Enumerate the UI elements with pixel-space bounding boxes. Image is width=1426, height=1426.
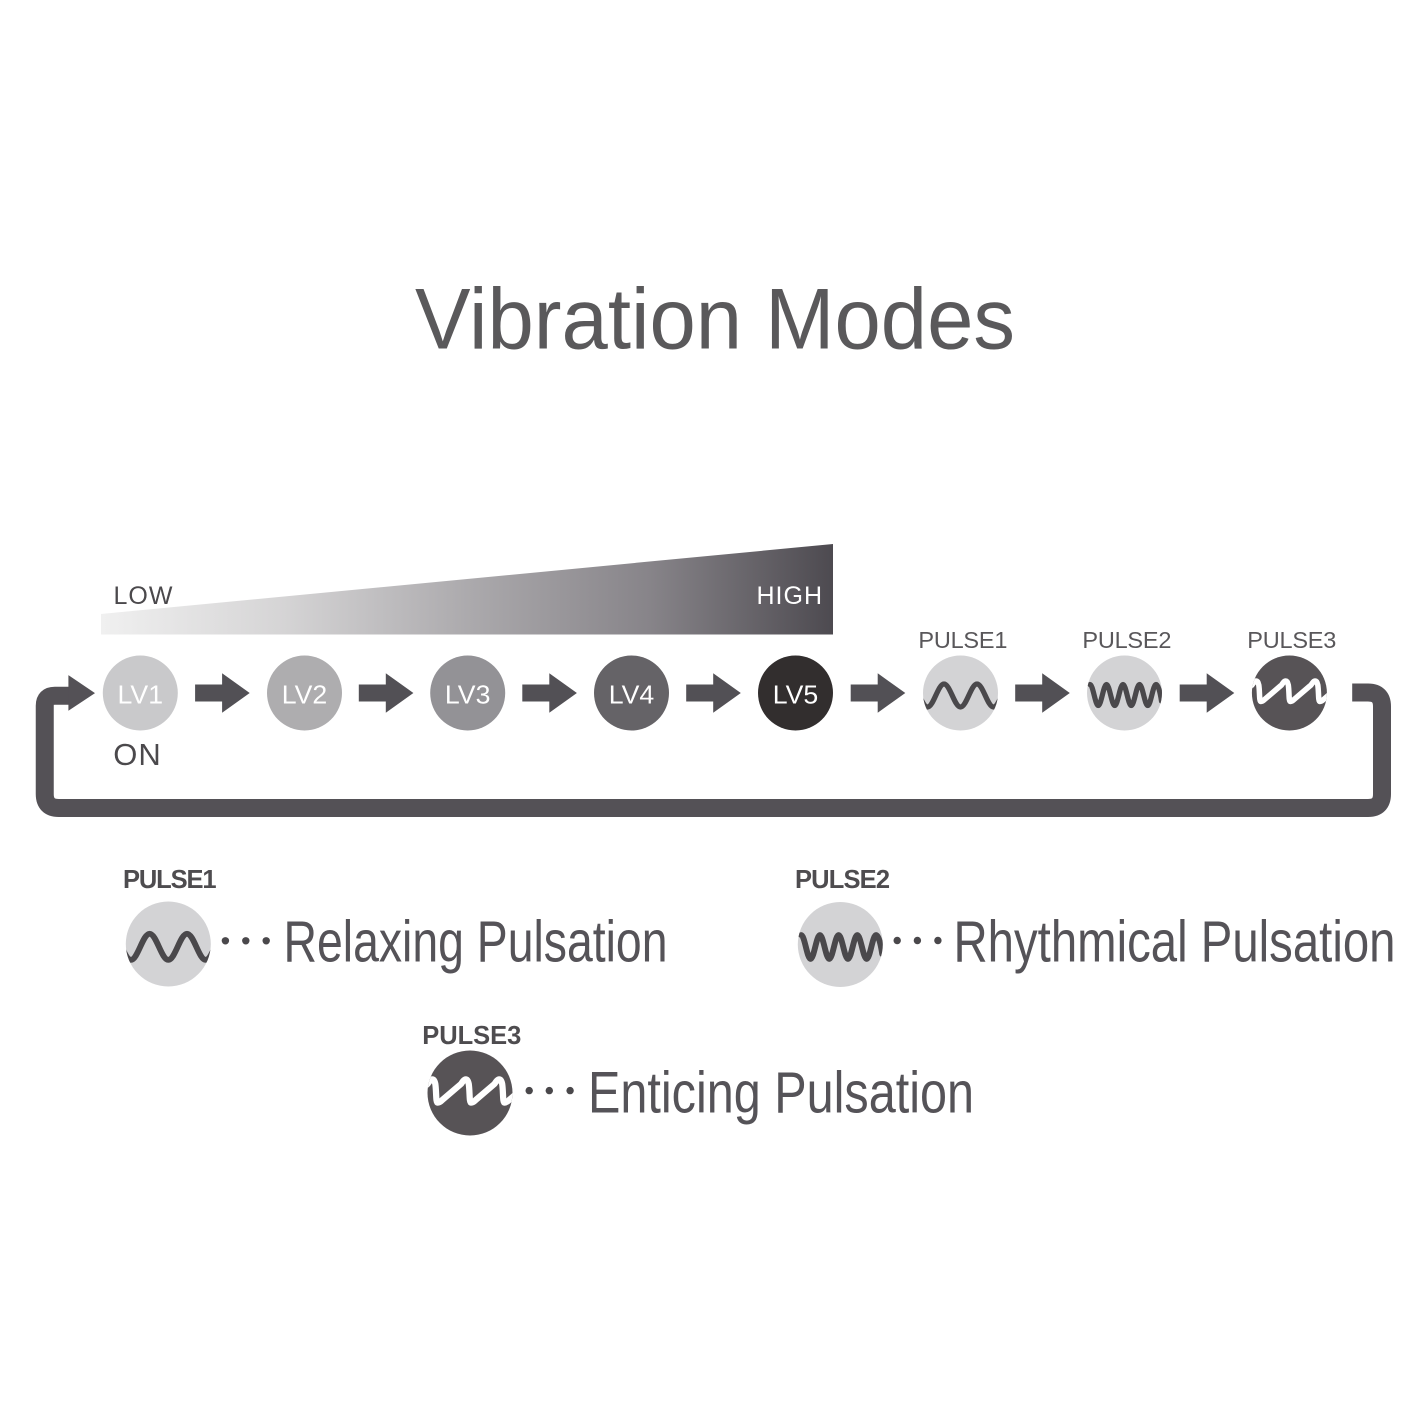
svg-text:PULSE1: PULSE1 — [123, 866, 217, 894]
svg-text:PULSE2: PULSE2 — [795, 866, 890, 894]
svg-text:LV2: LV2 — [282, 680, 328, 710]
svg-text:LV3: LV3 — [445, 680, 491, 710]
svg-text:PULSE2: PULSE2 — [1082, 627, 1171, 653]
svg-text:PULSE3: PULSE3 — [422, 1022, 521, 1050]
svg-text:LOW: LOW — [114, 582, 174, 610]
svg-text:Enticing Pulsation: Enticing Pulsation — [588, 1060, 974, 1125]
svg-text:LV4: LV4 — [609, 680, 655, 710]
svg-text:Rhythmical Pulsation: Rhythmical Pulsation — [954, 910, 1396, 975]
svg-text:PULSE3: PULSE3 — [1247, 627, 1336, 653]
svg-text:Relaxing Pulsation: Relaxing Pulsation — [284, 910, 668, 975]
svg-text:LV5: LV5 — [773, 680, 819, 710]
svg-text:HIGH: HIGH — [757, 582, 824, 610]
svg-text:LV1: LV1 — [118, 680, 164, 710]
svg-text:PULSE1: PULSE1 — [918, 627, 1007, 653]
svg-text:ON: ON — [113, 737, 162, 772]
svg-text:Vibration Modes: Vibration Modes — [415, 272, 1015, 368]
